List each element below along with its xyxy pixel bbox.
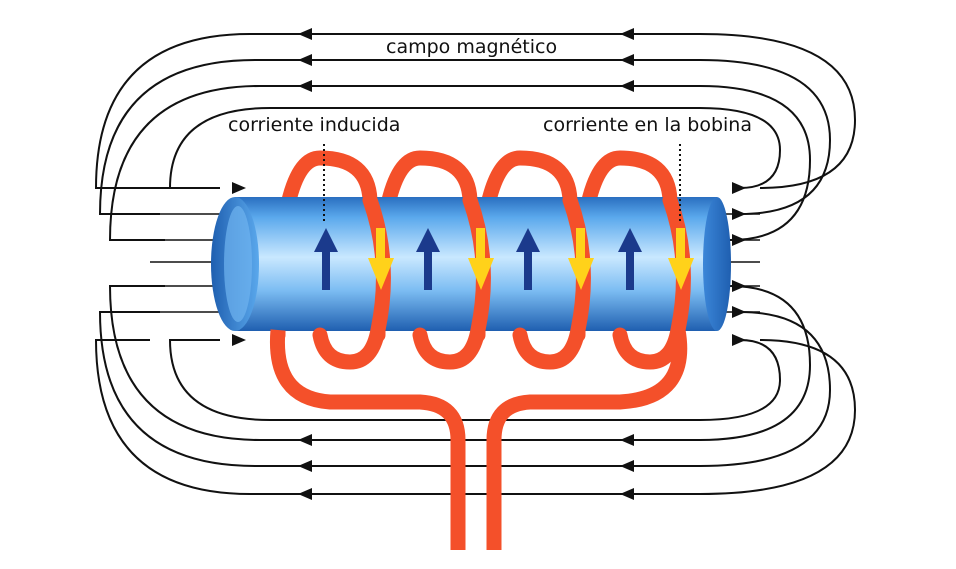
arrow-left-icon [620,488,634,500]
arrow-left-icon [620,460,634,472]
arrow-up-icon [416,228,440,290]
cylinder-right-end [703,197,731,331]
field-line-lower-4 [168,339,782,421]
field-lines-lower [94,285,857,495]
label-leaders [323,144,681,222]
arrow-right-icon [232,182,246,194]
field-line-upper-2 [98,59,832,215]
label-induced-current: corriente inducida [228,114,401,136]
field-line-upper-3 [108,85,812,241]
arrow-up-icon [618,228,642,290]
field-line-lower-3 [108,285,812,441]
arrow-left-icon [298,460,312,472]
arrow-left-icon [620,80,634,92]
arrow-down-icon [368,228,394,290]
arrow-left-icon [620,54,634,66]
arrow-left-icon [298,54,312,66]
coil-leads [269,328,688,550]
field-line-lower-1 [94,339,857,495]
arrow-left-icon [298,434,312,446]
arrow-down-icon [468,228,494,290]
arrow-left-icon [620,28,634,40]
induced-current-arrows [314,228,642,290]
arrow-right-icon [232,334,246,346]
arrow-left-icon [298,28,312,40]
arrow-up-icon [314,228,338,290]
arrow-right-icon [732,234,746,246]
field-arrows-left [298,28,634,500]
arrow-left-icon [620,434,634,446]
arrow-left-icon [298,80,312,92]
arrow-up-icon [516,228,540,290]
arrow-right-icon [732,306,746,318]
label-coil-current: corriente en la bobina [543,114,752,136]
arrow-right-icon [732,334,746,346]
arrow-down-icon [568,228,594,290]
arrow-down-icon [668,228,694,290]
coil-current-arrows [368,228,694,290]
field-line-upper-1 [94,33,857,189]
field-lines-upper [94,33,857,241]
arrow-right-icon [732,280,746,292]
label-magnetic-field: campo magnético [386,36,558,58]
arrow-right-icon [732,208,746,220]
field-line-lower-2 [98,311,832,467]
field-line-upper-4 [168,107,782,189]
arrow-right-icon [732,182,746,194]
arrow-left-icon [298,488,312,500]
